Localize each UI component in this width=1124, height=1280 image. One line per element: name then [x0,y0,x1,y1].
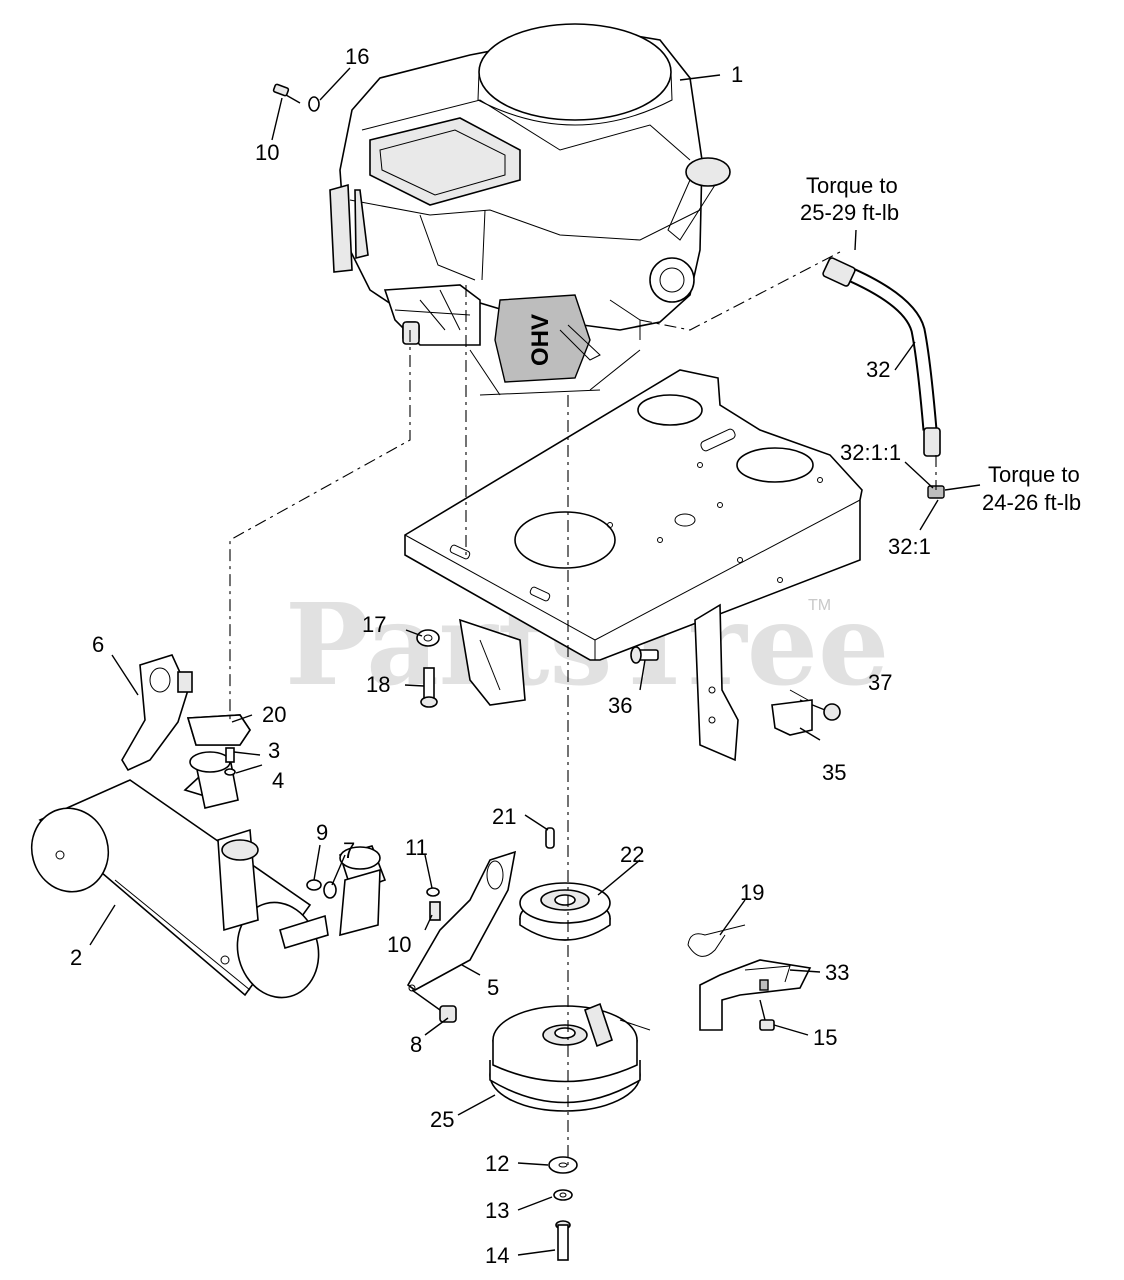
bolt-10-top[interactable] [272,83,301,104]
callout-7: 7 [343,838,355,863]
washer-4[interactable] [224,768,236,776]
callout-3: 3 [268,738,280,763]
fuel-fitting-torque-line2: 25-29 ft-lb [800,200,899,225]
washer-13[interactable] [553,1189,573,1201]
engine-deck-plate[interactable] [404,369,863,762]
washer-11[interactable] [426,887,440,897]
washer-17[interactable] [416,629,440,647]
fuel-fitting-torque-line1: Torque to [806,173,898,198]
muffler-bracket-lower[interactable] [406,850,517,992]
callout-18: 18 [366,672,390,697]
electric-clutch-25[interactable] [489,1002,651,1112]
clamp-35[interactable] [771,689,813,736]
callout-19: 19 [740,880,764,905]
engine-mount-spacer[interactable] [402,321,420,345]
callout-17: 17 [362,612,386,637]
washer-7[interactable] [323,881,337,899]
callout-37: 37 [868,670,892,695]
callout-9: 9 [316,820,328,845]
callout-6: 6 [92,632,104,657]
callout-8: 8 [410,1032,422,1057]
callout-36: 36 [608,693,632,718]
callout-10-top: 10 [255,140,279,165]
callout-2: 2 [70,945,82,970]
exhaust-pipe-right[interactable] [338,845,387,937]
callout-21: 21 [492,804,516,829]
alignment-lines [229,251,937,1170]
clutch-bracket-33[interactable] [699,959,812,1031]
washer-12[interactable] [548,1156,578,1174]
callout-15: 15 [813,1025,837,1050]
bolt-8[interactable] [411,989,457,1023]
callout-14: 14 [485,1243,509,1268]
leader-lines [89,67,981,1256]
callout-32-1-1: 32:1:1 [840,440,901,465]
callout-32: 32 [866,357,890,382]
callout-10-lower: 10 [387,932,411,957]
callout-1: 1 [731,62,743,87]
fuel-nut-torque-line1: Torque to [988,462,1080,487]
bolt-15[interactable] [759,999,775,1031]
engine-ohv-label: OHV [527,314,554,366]
callout-4: 4 [272,768,284,793]
fuel-line[interactable] [822,257,941,457]
washer-16[interactable] [308,96,320,112]
muffler-bracket-upper[interactable] [121,654,193,772]
callout-13: 13 [485,1198,509,1223]
muffler-strap[interactable] [279,914,329,950]
bolt-14[interactable] [555,1220,571,1261]
callout-20: 20 [262,702,286,727]
bolt-18[interactable] [420,667,438,708]
muffler[interactable] [22,764,329,1007]
spacer-9[interactable] [306,879,322,891]
fuel-nut-torque-line2: 24-26 ft-lb [982,490,1081,515]
callout-32-1: 32:1 [888,534,931,559]
callout-16: 16 [345,44,369,69]
callout-22: 22 [620,842,644,867]
watermark-trademark: TM [808,597,831,614]
callout-25: 25 [430,1107,454,1132]
callout-35: 35 [822,760,846,785]
callout-11: 11 [405,835,428,860]
pulley-22[interactable] [519,882,611,941]
engine[interactable]: OHV [329,23,731,396]
woodruff-key-21[interactable] [545,827,555,849]
callout-12: 12 [485,1151,509,1176]
bolt-10-lower[interactable] [429,901,441,921]
gasket-20[interactable] [186,714,251,746]
spacer-3[interactable] [225,747,235,763]
stud-36[interactable] [630,646,659,664]
hairpin-clip-19[interactable] [687,924,746,957]
callout-5: 5 [487,975,499,1000]
callout-33: 33 [825,960,849,985]
